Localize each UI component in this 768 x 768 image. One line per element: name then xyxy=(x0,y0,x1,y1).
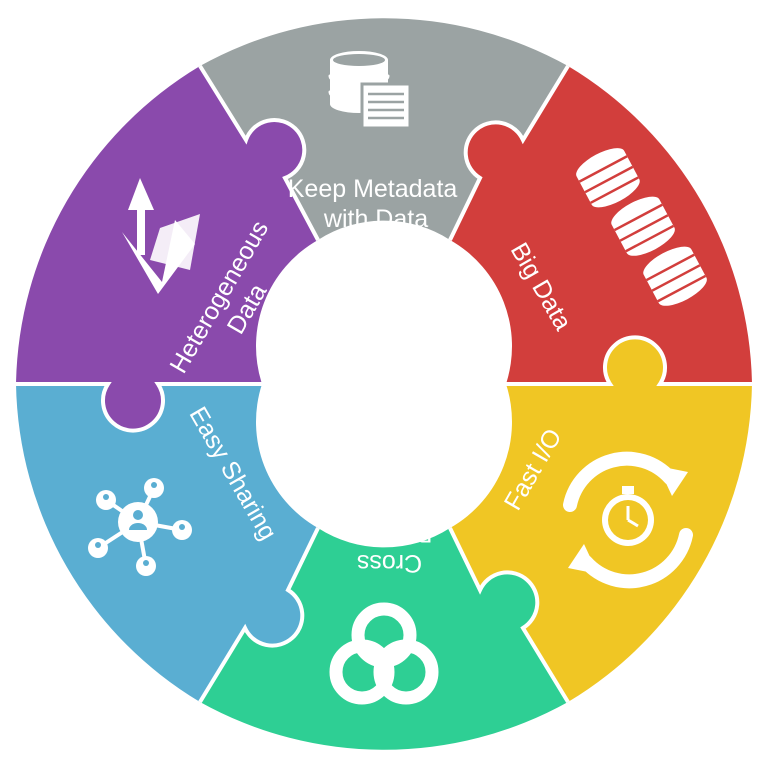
segment-big-data xyxy=(450,66,752,384)
segment-fast-io xyxy=(450,337,752,702)
label-cross-platform: Cross Platform xyxy=(339,519,432,577)
segment-seams xyxy=(16,64,752,704)
people-network-icon xyxy=(88,478,192,576)
center-hole xyxy=(264,264,504,504)
label-keep-metadata: Keep Metadata with Data xyxy=(288,175,465,233)
trefoil-knot-icon xyxy=(329,602,439,705)
stopwatch-refresh-icon xyxy=(563,451,693,589)
segment-easy-sharing xyxy=(16,384,318,702)
database-document-icon xyxy=(328,51,412,130)
mixed-data-icon xyxy=(122,178,200,294)
stacked-disks-icon-group xyxy=(576,148,707,306)
